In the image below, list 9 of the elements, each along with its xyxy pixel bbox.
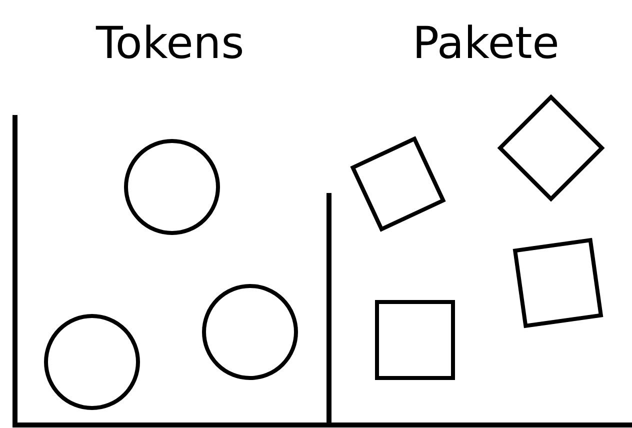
packet-square xyxy=(497,94,605,202)
token-circle xyxy=(44,314,140,410)
token-circle xyxy=(124,139,220,235)
packet-square xyxy=(375,300,455,380)
token-circle xyxy=(202,284,298,380)
heading-text: Tokens xyxy=(96,18,244,70)
packet-square xyxy=(350,136,446,232)
heading-text: Pakete xyxy=(412,18,560,70)
packet-square xyxy=(512,238,604,328)
